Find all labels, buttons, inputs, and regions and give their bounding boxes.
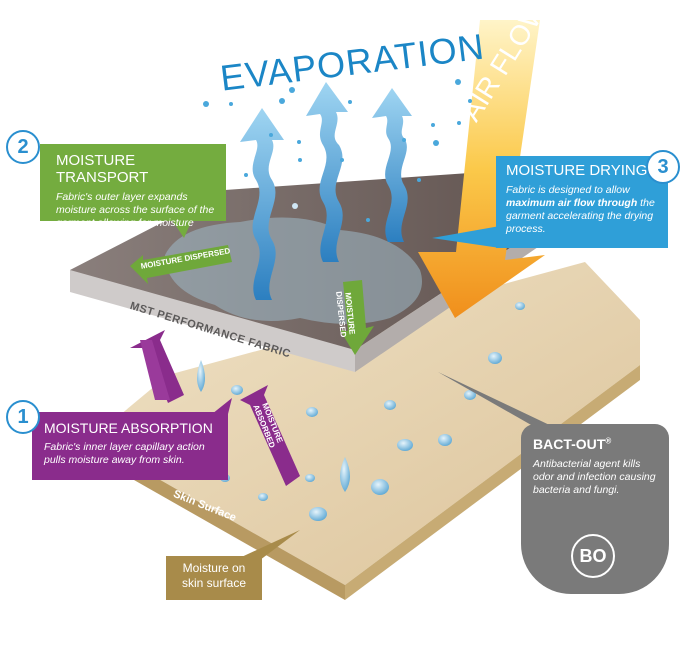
drying-text-post: the garment accelerating the drying proc… <box>506 197 655 235</box>
bact-out-text: Antibacterial agent kills odor and infec… <box>533 458 656 496</box>
skin-callout-line-2: skin surface <box>181 576 247 590</box>
moisture-drying-text: Fabric is designed to allow maximum air … <box>506 184 660 236</box>
step-3-badge: 3 <box>646 150 680 184</box>
skin-moisture-callout: Moisture on skin surface <box>166 556 262 600</box>
skin-moisture-droplets <box>197 302 525 521</box>
moisture-transport-text: Fabric's outer layer expands moisture ac… <box>56 191 215 242</box>
skin-callout-line-1: Moisture on <box>182 561 246 575</box>
callout-pointers <box>172 220 560 560</box>
moisture-drying-callout: MOISTURE DRYING Fabric is designed to al… <box>496 156 668 248</box>
evaporation-arrows <box>240 82 412 300</box>
moisture-transport-title: MOISTURE TRANSPORT <box>56 152 149 186</box>
bact-out-title-text: BACT-OUT <box>533 436 606 452</box>
moisture-dispersed-arrows <box>130 245 374 355</box>
bact-out-callout: BACT-OUT® Antibacterial agent kills odor… <box>521 424 669 594</box>
moisture-absorption-title: MOISTURE ABSORPTION <box>44 420 213 436</box>
vapor-dots <box>203 79 472 222</box>
step-2-badge: 2 <box>6 130 40 164</box>
moisture-transport-callout: MOISTURE TRANSPORT Fabric's outer layer … <box>40 144 226 242</box>
moisture-absorption-text: Fabric's inner layer capillary action pu… <box>44 441 205 466</box>
registered-mark: ® <box>605 436 612 446</box>
moisture-drying-title: MOISTURE DRYING <box>506 162 648 179</box>
drying-text-bold: maximum air flow through <box>506 197 638 209</box>
bact-out-title: BACT-OUT® <box>533 436 657 452</box>
bo-logo-icon: BO <box>571 534 615 578</box>
moisture-absorption-callout: MOISTURE ABSORPTION Fabric's inner layer… <box>32 412 228 480</box>
drying-text-pre: Fabric is designed to allow <box>506 184 630 196</box>
skin-layer <box>90 262 640 600</box>
moisture-absorbed-arrows <box>130 330 300 486</box>
air-flow-arrow <box>418 20 545 318</box>
step-1-badge: 1 <box>6 400 40 434</box>
